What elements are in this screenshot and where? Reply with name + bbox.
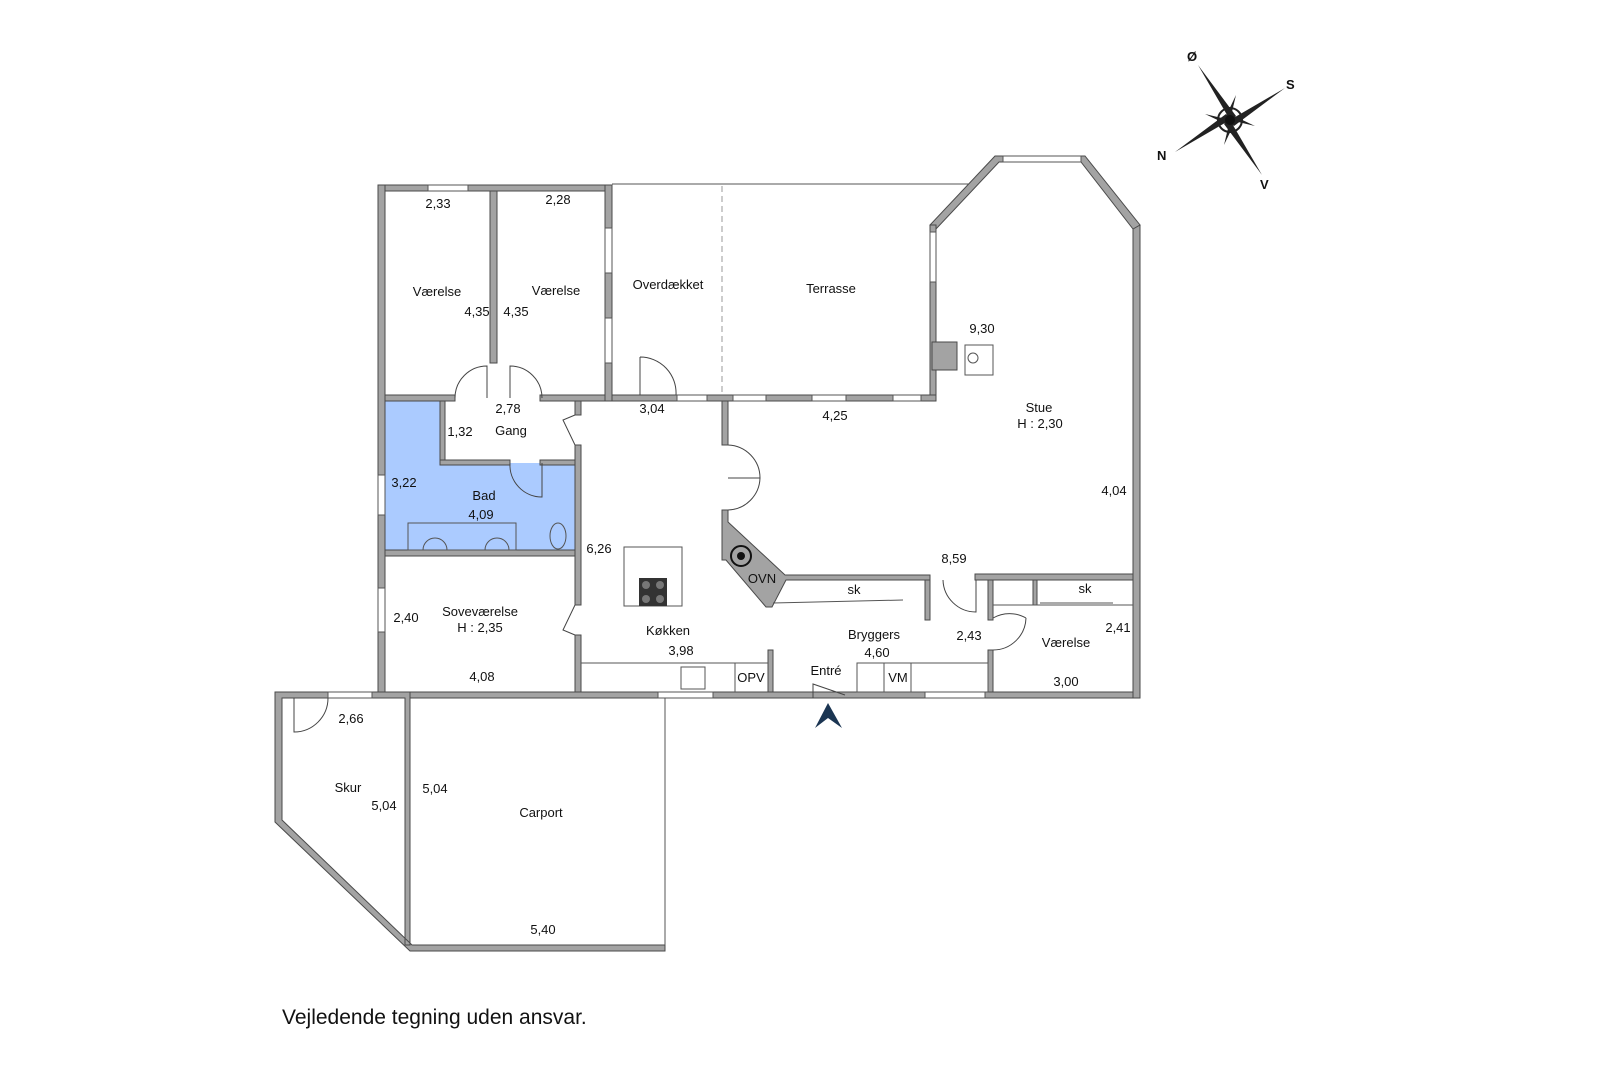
closet-label: sk — [848, 582, 862, 597]
room-name: Soveværelse — [442, 604, 518, 619]
room-name: Gang — [495, 423, 527, 438]
sink-icon — [422, 537, 448, 551]
washer-label: VM — [888, 670, 908, 685]
label: 2,78 — [495, 401, 520, 416]
dishwasher-label: OPV — [737, 670, 765, 685]
walls — [274, 155, 1141, 952]
room-name: Carport — [519, 805, 563, 820]
label: 5,04 — [422, 781, 447, 796]
windows — [327, 155, 1082, 699]
room-name: Overdækket — [633, 277, 704, 292]
label: 2,41 — [1105, 620, 1130, 635]
doors — [293, 356, 1027, 733]
room-name: Bryggers — [848, 627, 901, 642]
stove-icon — [730, 545, 752, 567]
label: H : 2,35 — [457, 620, 503, 635]
room-name: Terrasse — [806, 281, 856, 296]
label: 2,43 — [956, 628, 981, 643]
label: 4,60 — [864, 645, 889, 660]
label: 9,30 — [969, 321, 994, 336]
room-name: Stue — [1026, 400, 1053, 415]
fixtures — [407, 344, 1133, 693]
room-name: Værelse — [1042, 635, 1090, 650]
compass-o: Ø — [1187, 49, 1197, 64]
label: 4,09 — [468, 507, 493, 522]
label: 1,32 — [447, 424, 472, 439]
label: 4,08 — [469, 669, 494, 684]
label: 2,33 — [425, 196, 450, 211]
label: 4,35 — [503, 304, 528, 319]
kitchen-sink-icon — [680, 666, 706, 690]
room-name: Værelse — [413, 284, 461, 299]
compass-v: V — [1260, 177, 1269, 192]
label: H : 2,30 — [1017, 416, 1063, 431]
label: 2,28 — [545, 192, 570, 207]
entrance-arrow-icon — [815, 703, 842, 728]
bath-floor — [385, 401, 575, 550]
label: 2,66 — [338, 711, 363, 726]
compass-s: S — [1286, 77, 1295, 92]
room-name: Bad — [472, 488, 495, 503]
oven-label: OVN — [748, 571, 776, 586]
toilet-icon — [549, 522, 567, 550]
label: 3,22 — [391, 475, 416, 490]
fireplace — [964, 344, 994, 376]
closet-label: sk — [1079, 581, 1093, 596]
label: 4,35 — [464, 304, 489, 319]
label: 2,40 — [393, 610, 418, 625]
label: 4,04 — [1101, 483, 1126, 498]
label: 3,98 — [668, 643, 693, 658]
compass-n: N — [1157, 148, 1166, 163]
label: 5,40 — [530, 922, 555, 937]
room-name: Skur — [335, 780, 362, 795]
sink-icon — [484, 537, 510, 551]
label: 4,25 — [822, 408, 847, 423]
label: 6,26 — [586, 541, 611, 556]
label: 5,04 — [371, 798, 396, 813]
room-name: Køkken — [646, 623, 690, 638]
disclaimer: Vejledende tegning uden ansvar. — [282, 1006, 587, 1029]
room-name: Værelse — [532, 283, 580, 298]
label: 3,04 — [639, 401, 664, 416]
label: 8,59 — [941, 551, 966, 566]
compass-icon: Ø S N V — [1157, 49, 1295, 192]
room-name: Entré — [810, 663, 841, 678]
label: 3,00 — [1053, 674, 1078, 689]
room-labels: 2,33 Værelse 4,35 2,28 Værelse 4,35 Over… — [335, 192, 1131, 937]
